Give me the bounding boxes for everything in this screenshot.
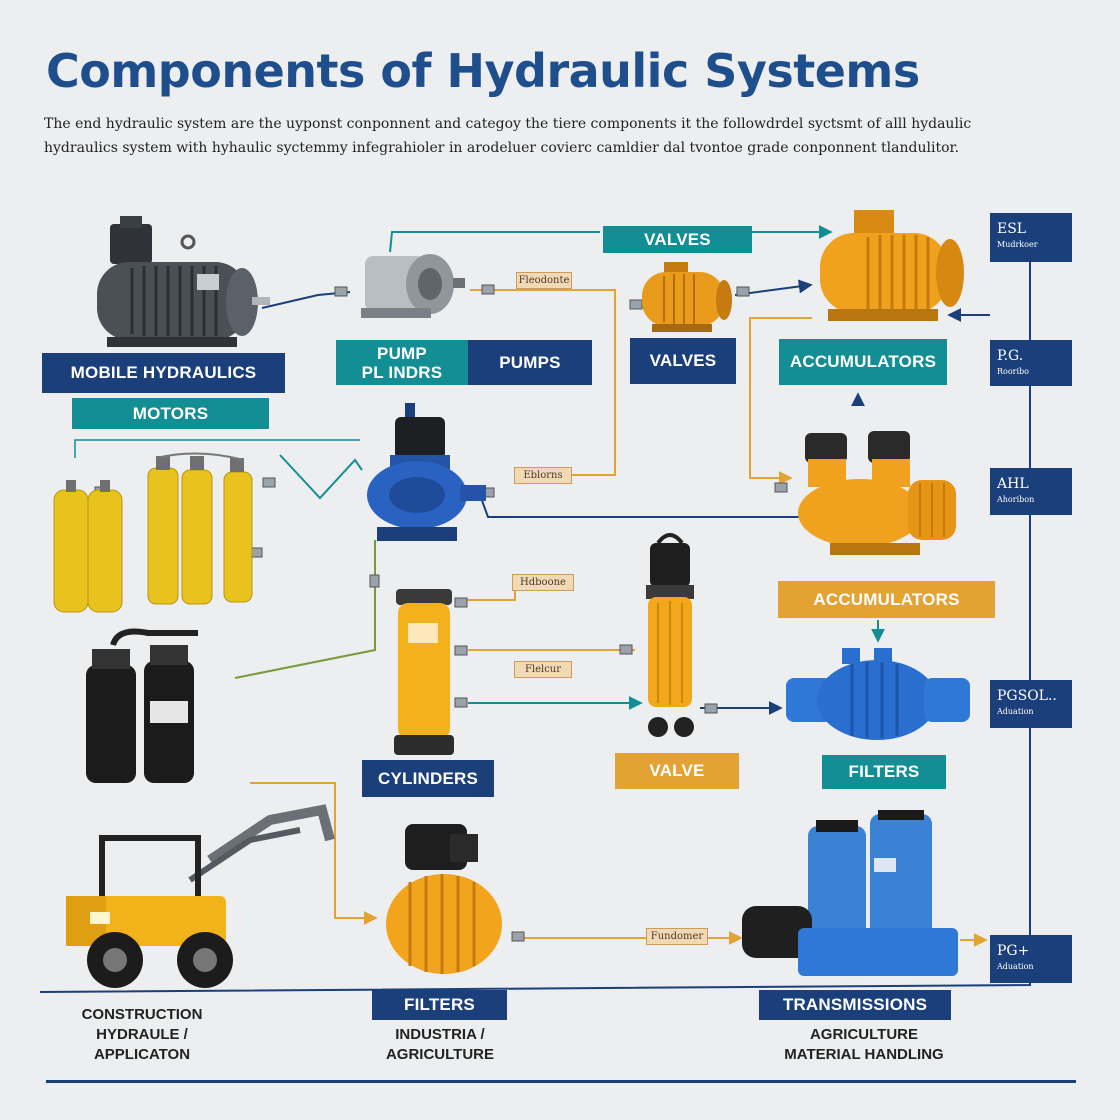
label-valve: VALVE	[615, 753, 739, 789]
label-valves-top: VALVES	[603, 226, 752, 253]
side-box-note: Ahoribon	[997, 495, 1035, 504]
label-pump-cylinders: PUMP PL INDRS	[336, 340, 468, 385]
wire-acc-loop	[749, 317, 812, 485]
side-box-code: PGSOL..	[997, 688, 1057, 704]
side-box-1: ESL Mudrkoer	[990, 213, 1072, 262]
label-accumulators-gold: ACCUMULATORS	[778, 581, 995, 618]
label-filters-navy: FILTERS	[372, 990, 507, 1020]
sector-line: HYDRAULE /	[96, 1026, 188, 1043]
side-box-note: Mudrkoer	[997, 240, 1038, 249]
accumulator-pump-image	[798, 431, 956, 555]
sector-agriculture: AGRICULTURE MATERIAL HANDLING	[764, 1025, 964, 1065]
label-filters-teal: FILTERS	[822, 755, 946, 789]
sector-industrial: INDUSTRIA / AGRICULTURE	[364, 1025, 516, 1065]
sector-line: CONSTRUCTION	[81, 1006, 203, 1023]
label-valves: VALVES	[630, 338, 736, 384]
side-box-note: Aduation	[997, 707, 1034, 716]
tag-fundomer: Fundomer	[646, 928, 708, 945]
label-pumps: PUMPS	[468, 340, 592, 385]
side-box-2: P.G. Rooribo	[990, 340, 1072, 386]
label-pump-cylinders-line1: PUMP	[377, 343, 427, 363]
wire-pump-valves	[389, 231, 600, 253]
intro-line-1: The end hydraulic system are the uyponst…	[44, 116, 972, 132]
wire-cyl-tag3	[460, 583, 516, 601]
label-transmissions: TRANSMISSIONS	[759, 990, 951, 1020]
side-box-3: AHL Ahoribon	[990, 468, 1072, 515]
construction-loader-image	[66, 804, 335, 988]
tag-hdboone: Hdboone	[512, 574, 574, 591]
intro-line-2: hydraulics system with hyhaulic syctemmy…	[44, 140, 960, 156]
label-mobile-hydraulics: MOBILE HYDRAULICS	[42, 353, 285, 393]
vertical-valve-image	[646, 533, 694, 737]
wire-filter-top-loop	[74, 439, 360, 458]
large-motor-image	[820, 210, 964, 321]
electric-motor-image	[97, 216, 270, 347]
side-box-4: PGSOL.. Aduation	[990, 680, 1072, 728]
side-box-note: Aduation	[997, 962, 1034, 971]
pump-image	[361, 254, 465, 318]
label-motors: MOTORS	[72, 398, 269, 429]
sector-line: APPLICATON	[93, 1046, 191, 1063]
side-box-code: P.G.	[997, 348, 1024, 364]
sector-line: MATERIAL HANDLING	[784, 1046, 944, 1063]
wire-filters-pump	[279, 454, 363, 500]
yellow-cylinder-image	[394, 589, 454, 755]
blue-pump-image	[367, 403, 486, 541]
blue-filter-pump-image	[786, 648, 970, 740]
black-filters-image	[86, 628, 198, 783]
side-box-code: AHL	[997, 476, 1029, 492]
side-box-code: ESL	[997, 221, 1027, 237]
side-box-5: PG+ Aduation	[990, 935, 1072, 983]
intro-text: The end hydraulic system are the uyponst…	[44, 112, 1084, 160]
page-title: Components of Hydraulic Systems	[46, 44, 920, 98]
label-cylinders: CYLINDERS	[362, 760, 494, 797]
orange-filter-housing-image	[386, 824, 502, 974]
label-pump-cylinders-line2: PL INDRS	[361, 362, 443, 382]
sector-line: AGRICULTURE	[809, 1026, 919, 1043]
fittings	[94, 284, 788, 942]
bottom-rule	[46, 1080, 1076, 1083]
wire-pump-acc	[479, 494, 800, 518]
small-motor-image	[642, 262, 732, 332]
tag-fleodonte: Fleodonte	[516, 272, 572, 289]
sector-line: AGRICULTURE	[385, 1046, 495, 1063]
label-accumulators-teal: ACCUMULATORS	[779, 339, 947, 385]
wire-pump-tag1	[470, 289, 616, 476]
wire-construction-filter	[250, 782, 378, 925]
sector-line: INDUSTRIA /	[395, 1026, 485, 1043]
filter-bank-image	[53, 452, 253, 613]
sector-construction: CONSTRUCTION HYDRAULE / APPLICATON	[62, 1005, 222, 1065]
tag-eblorns: Eblorns	[514, 467, 572, 484]
side-box-code: PG+	[997, 943, 1030, 959]
side-box-note: Rooribo	[997, 367, 1029, 376]
tag-flelcur: Flelcur	[514, 661, 572, 678]
transmission-unit-image	[742, 810, 958, 976]
